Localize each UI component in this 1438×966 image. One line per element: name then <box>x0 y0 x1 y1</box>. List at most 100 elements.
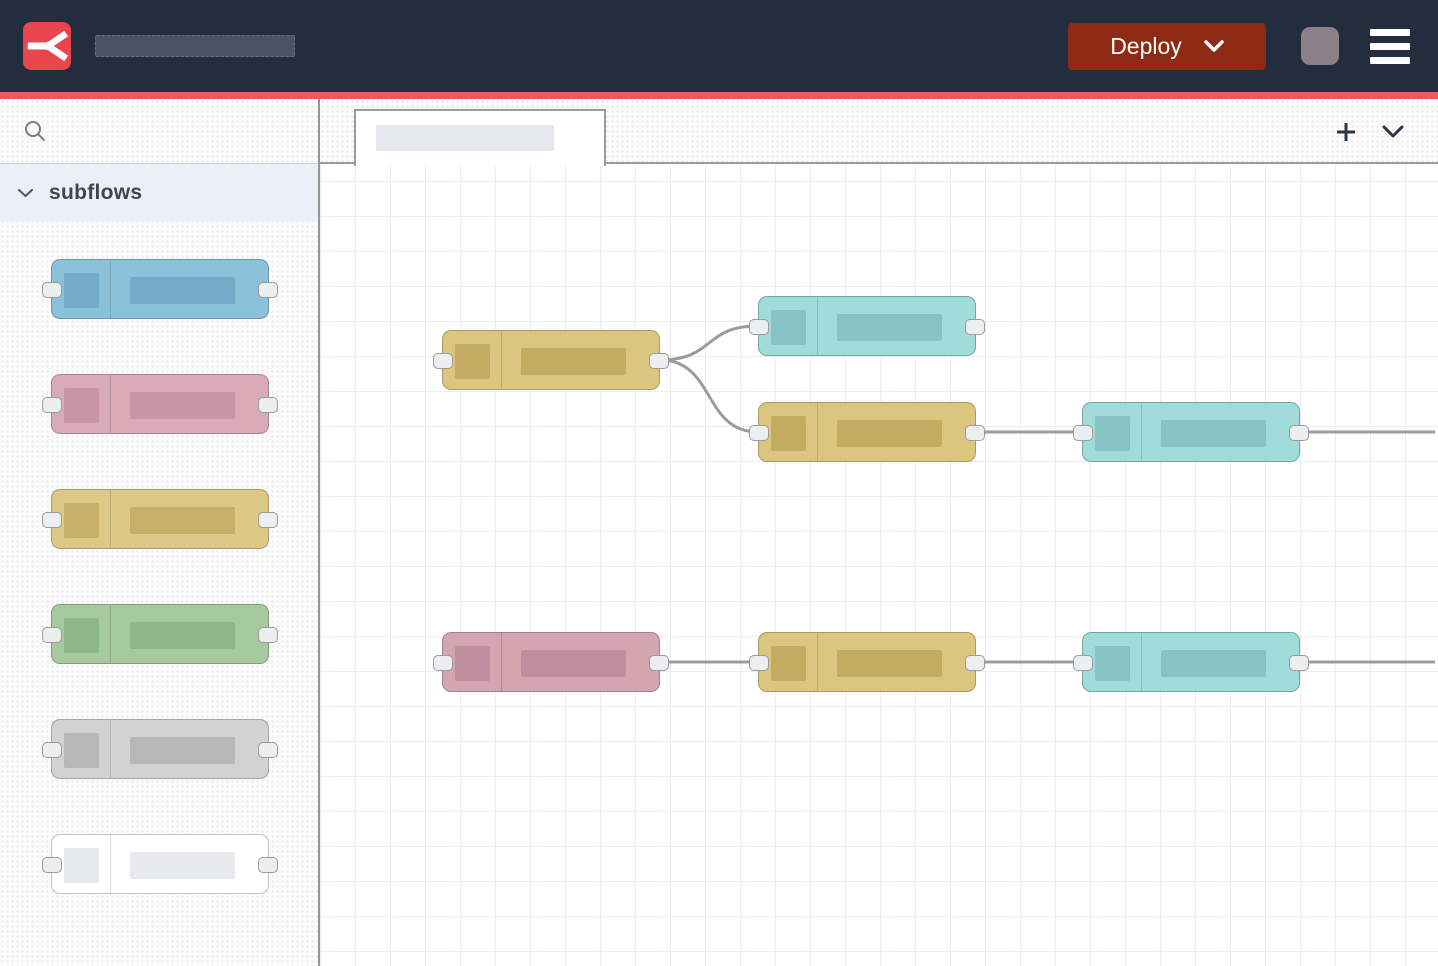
node-icon <box>771 646 806 681</box>
node-input-port[interactable] <box>749 655 769 671</box>
node-output-port[interactable] <box>649 655 669 671</box>
node-output-port[interactable] <box>1289 425 1309 441</box>
flow-wire <box>659 358 759 434</box>
node-icon-section <box>443 633 502 691</box>
tab-actions <box>1308 99 1438 164</box>
node-output-port[interactable] <box>258 282 278 298</box>
flow-wires <box>659 324 1435 664</box>
subflow-node-yellow[interactable] <box>42 489 278 549</box>
flow-node-pink[interactable] <box>433 632 669 692</box>
node-label-placeholder <box>837 420 942 447</box>
node-icon-section <box>759 297 818 355</box>
node-output-port[interactable] <box>965 425 985 441</box>
node-label-placeholder <box>130 507 235 534</box>
node-output-port[interactable] <box>965 655 985 671</box>
node-icon <box>1095 416 1130 451</box>
node-icon-section <box>52 490 111 548</box>
node-output-port[interactable] <box>965 319 985 335</box>
palette-search[interactable] <box>0 99 318 163</box>
node-output-port[interactable] <box>258 512 278 528</box>
node-output-port[interactable] <box>258 742 278 758</box>
hamburger-menu-icon[interactable] <box>1370 28 1410 64</box>
node-icon <box>771 310 806 345</box>
flow-node-cyan[interactable] <box>749 296 985 356</box>
node-label-placeholder <box>130 622 235 649</box>
subflow-node-gray[interactable] <box>42 719 278 779</box>
node-label-placeholder <box>1161 420 1266 447</box>
chevron-down-icon <box>17 188 34 198</box>
node-input-port[interactable] <box>42 512 62 528</box>
node-output-port[interactable] <box>649 353 669 369</box>
node-icon <box>455 344 490 379</box>
node-icon <box>1095 646 1130 681</box>
deploy-button-label: Deploy <box>1110 32 1182 59</box>
node-icon-section <box>443 331 502 389</box>
deploy-button[interactable]: Deploy <box>1068 22 1266 70</box>
header-title-placeholder <box>95 35 295 57</box>
node-label-placeholder <box>837 314 942 341</box>
node-label-placeholder <box>521 348 626 375</box>
palette-sidebar: subflows <box>0 99 320 966</box>
flow-node-yellow[interactable] <box>749 632 985 692</box>
flow-node-cyan[interactable] <box>1073 402 1309 462</box>
node-output-port[interactable] <box>258 397 278 413</box>
flow-node-yellow[interactable] <box>749 402 985 462</box>
node-icon-section <box>52 605 111 663</box>
node-icon-section <box>52 260 111 318</box>
node-icon <box>771 416 806 451</box>
node-input-port[interactable] <box>42 742 62 758</box>
subflow-node-pink[interactable] <box>42 374 278 434</box>
flow-canvas[interactable] <box>320 164 1438 966</box>
node-red-logo-icon <box>23 22 71 70</box>
add-flow-button[interactable] <box>1334 120 1358 144</box>
node-icon <box>455 646 490 681</box>
node-icon <box>64 618 99 653</box>
flow-tab-bar <box>320 99 1438 166</box>
node-input-port[interactable] <box>1073 425 1093 441</box>
flow-node-yellow[interactable] <box>433 330 669 390</box>
node-label-placeholder <box>130 737 235 764</box>
flow-node-cyan[interactable] <box>1073 632 1309 692</box>
flow-tab-label-placeholder <box>376 125 554 151</box>
search-icon <box>23 119 47 143</box>
node-icon-section <box>759 633 818 691</box>
node-icon-section <box>1083 633 1142 691</box>
node-label-placeholder <box>1161 650 1266 677</box>
sidebar-section-label: subflows <box>49 180 143 204</box>
flow-list-chevron-down-icon[interactable] <box>1382 125 1404 138</box>
node-input-port[interactable] <box>42 282 62 298</box>
palette-node-list <box>0 221 318 894</box>
node-input-port[interactable] <box>42 627 62 643</box>
node-icon <box>64 388 99 423</box>
sidebar-section-subflows[interactable]: subflows <box>0 163 318 221</box>
node-icon-section <box>52 835 111 893</box>
subflow-node-green[interactable] <box>42 604 278 664</box>
subflow-node-white[interactable] <box>42 834 278 894</box>
node-output-port[interactable] <box>258 627 278 643</box>
deploy-chevron-down-icon[interactable] <box>1204 40 1224 52</box>
node-output-port[interactable] <box>1289 655 1309 671</box>
node-input-port[interactable] <box>749 319 769 335</box>
node-icon <box>64 503 99 538</box>
flow-tab-active[interactable] <box>354 109 606 166</box>
header: Deploy <box>0 0 1438 92</box>
node-input-port[interactable] <box>1073 655 1093 671</box>
user-avatar[interactable] <box>1301 27 1339 65</box>
node-input-port[interactable] <box>749 425 769 441</box>
node-icon-section <box>759 403 818 461</box>
node-icon <box>64 848 99 883</box>
node-label-placeholder <box>130 392 235 419</box>
node-output-port[interactable] <box>258 857 278 873</box>
node-label-placeholder <box>130 852 235 879</box>
node-label-placeholder <box>521 650 626 677</box>
header-accent-line <box>0 92 1438 99</box>
node-input-port[interactable] <box>42 397 62 413</box>
node-input-port[interactable] <box>433 353 453 369</box>
workspace <box>320 99 1438 966</box>
node-label-placeholder <box>130 277 235 304</box>
subflow-node-blue[interactable] <box>42 259 278 319</box>
node-input-port[interactable] <box>42 857 62 873</box>
node-input-port[interactable] <box>433 655 453 671</box>
app-body: subflows <box>0 99 1438 966</box>
node-label-placeholder <box>837 650 942 677</box>
